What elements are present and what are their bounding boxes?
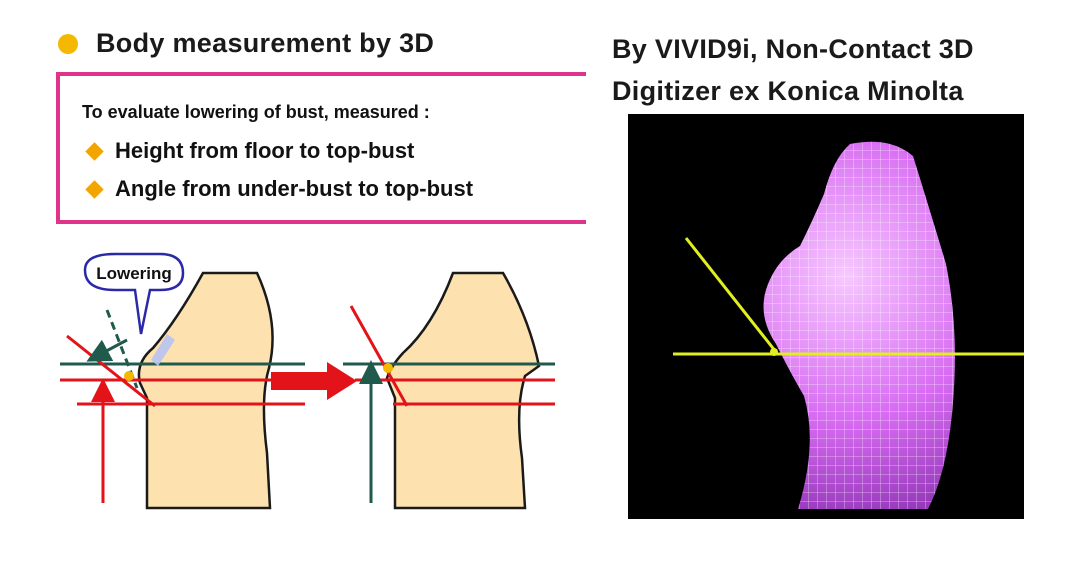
line-red-angle-after: [349, 305, 409, 407]
arrow-green-diagonal: [86, 338, 128, 362]
box-item-label: Height from floor to top-bust: [115, 138, 415, 163]
diamond-bullet-icon: [85, 141, 104, 161]
box-item-label: Angle from under-bust to top-bust: [115, 176, 474, 201]
box-item-height: Height from floor to top-bust: [82, 138, 414, 164]
credit-line-2: Digitizer ex Konica Minolta: [612, 76, 964, 106]
measurement-box: To evaluate lowering of bust, measured :…: [56, 72, 586, 224]
credit-line-1: By VIVID9i, Non-Contact 3D: [612, 34, 974, 64]
page-title: Body measurement by 3D: [96, 28, 435, 58]
scan-mesh-svg: [628, 114, 1024, 519]
torso-before: [137, 271, 274, 510]
title-row: Body measurement by 3D: [58, 28, 434, 59]
box-intro: To evaluate lowering of bust, measured :: [82, 102, 430, 122]
guide-line-diagonal: [684, 237, 778, 353]
diamond-bullet-icon: [85, 179, 104, 199]
transition-arrow: [271, 362, 357, 400]
torso-after: [385, 271, 541, 510]
bullet-dot-icon: [58, 33, 78, 54]
top-bust-point: [124, 371, 134, 381]
lowering-highlight: [151, 334, 175, 366]
callout-bubble: [83, 252, 185, 335]
line-red-angle: [66, 334, 156, 408]
guide-intersection: [770, 348, 778, 356]
bust-lowering-diagram: Lowering: [60, 252, 555, 510]
top-bust-point-after: [383, 363, 393, 373]
vivid-scan-image: [628, 114, 1024, 519]
credit-caption: By VIVID9i, Non-Contact 3D Digitizer ex …: [612, 28, 974, 112]
callout-label: Lowering: [96, 264, 172, 283]
box-item-angle: Angle from under-bust to top-bust: [82, 176, 473, 202]
